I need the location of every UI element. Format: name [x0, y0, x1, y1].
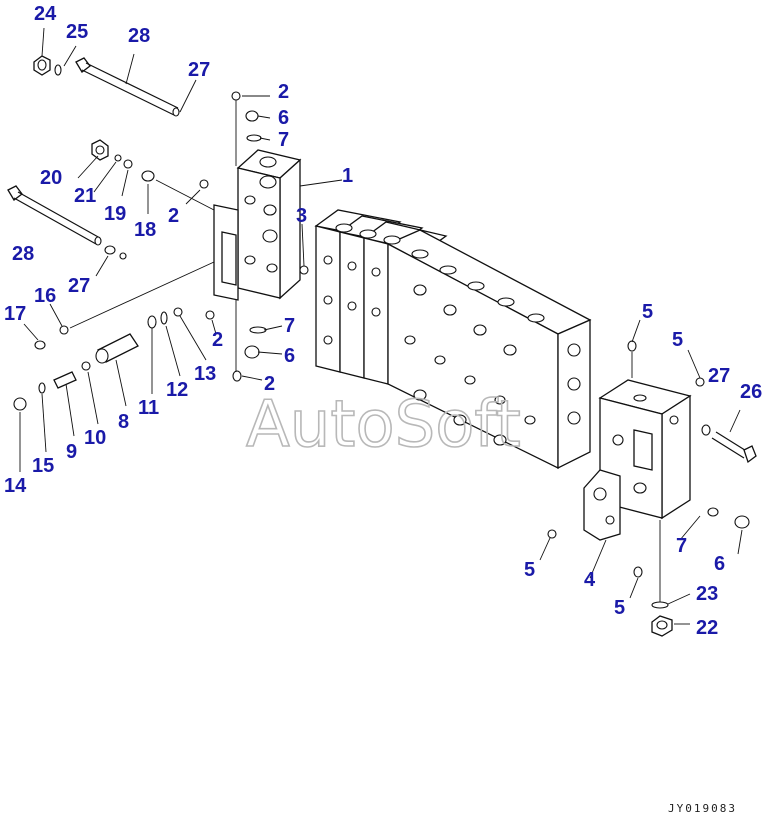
- end-cover-4: [583, 379, 692, 541]
- top-plugs: [199, 91, 262, 189]
- leader-lines: [19, 27, 743, 625]
- callout-8: 8: [118, 411, 129, 433]
- callout-25: 25: [66, 21, 88, 43]
- callout-28-left: 28: [12, 243, 34, 265]
- callout-2-bottom-b: 2: [264, 373, 275, 395]
- callout-24: 24: [34, 3, 57, 25]
- callout-5-bottom-a: 5: [524, 559, 535, 581]
- bolt-3: [299, 265, 309, 275]
- callout-18: 18: [134, 219, 156, 241]
- callout-15: 15: [32, 455, 54, 477]
- valve-block-sections: [314, 209, 592, 470]
- callout-13: 13: [194, 363, 216, 385]
- callout-19: 19: [104, 203, 126, 225]
- callout-5-right: 5: [672, 329, 683, 351]
- callout-2-bottom-a: 2: [212, 329, 223, 351]
- callout-7-right: 7: [676, 535, 687, 557]
- callouts: 24 25 28 27 2 6 7 1 20 21 19 18 2 3 28 2…: [4, 3, 762, 639]
- plug-22: [651, 520, 673, 637]
- callout-3: 3: [296, 205, 307, 227]
- parts-8-17: [13, 261, 215, 411]
- callout-26: 26: [740, 381, 762, 403]
- callout-11: 11: [138, 397, 159, 419]
- callout-27-left: 27: [68, 275, 90, 297]
- washer-25: [54, 64, 62, 76]
- nut-24: [33, 55, 51, 76]
- callout-2-mid: 2: [168, 205, 179, 227]
- tie-bolt-left: [7, 185, 102, 246]
- callout-14: 14: [4, 475, 27, 497]
- parts-18-21: [91, 139, 215, 211]
- callout-10: 10: [84, 427, 106, 449]
- callout-5-top: 5: [642, 301, 653, 323]
- callout-27-right: 27: [708, 365, 730, 387]
- tie-bolt-top: [75, 57, 180, 117]
- callout-16: 16: [34, 285, 56, 307]
- callout-2-top: 2: [278, 81, 289, 103]
- callout-5-bottom-b: 5: [614, 597, 625, 619]
- callout-17: 17: [4, 303, 26, 325]
- callout-7-top: 7: [278, 129, 289, 151]
- callout-23: 23: [696, 583, 718, 605]
- washer-27-left: [104, 245, 116, 255]
- callout-6-right: 6: [714, 553, 725, 575]
- callout-6-top: 6: [278, 107, 289, 129]
- drawing-code: JY019083: [668, 802, 737, 815]
- callout-22: 22: [696, 617, 718, 639]
- callout-28-top: 28: [128, 25, 150, 47]
- callout-27-top: 27: [188, 59, 210, 81]
- callout-4: 4: [584, 569, 596, 591]
- callout-6-bottom: 6: [284, 345, 295, 367]
- bolt-26: [701, 424, 757, 464]
- callout-9: 9: [66, 441, 77, 463]
- callout-12: 12: [166, 379, 188, 401]
- plug-6-right: [707, 507, 750, 529]
- callout-21: 21: [74, 185, 96, 207]
- callout-20: 20: [40, 167, 62, 189]
- callout-7-bottom: 7: [284, 315, 295, 337]
- callout-1: 1: [342, 165, 353, 187]
- bolts-5: [547, 340, 705, 578]
- bottom-plugs: [205, 300, 267, 382]
- watermark: AutoSoft: [246, 388, 521, 462]
- washer-small-left: [119, 252, 127, 260]
- end-cover-1: [213, 149, 302, 301]
